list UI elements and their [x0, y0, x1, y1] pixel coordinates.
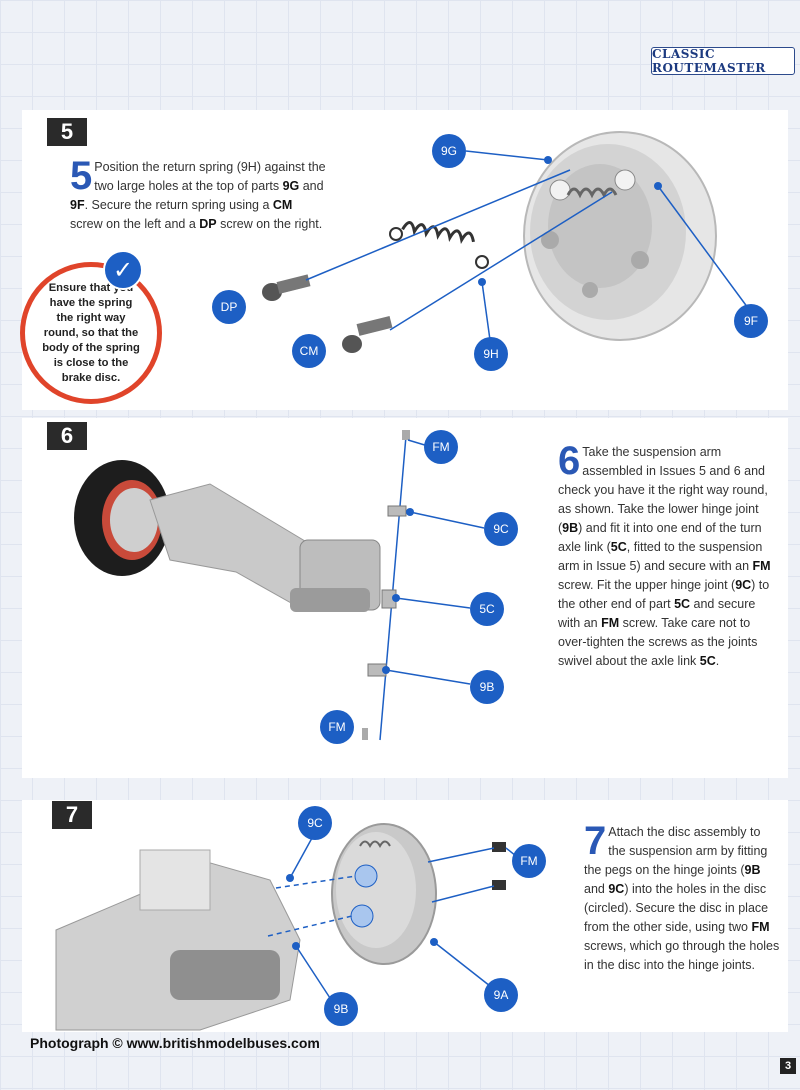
series-title: CLASSIC ROUTEMASTER	[651, 47, 795, 75]
label-9f: 9F	[734, 304, 768, 338]
checkmark-icon: ✓	[103, 250, 143, 290]
label-9g: 9G	[432, 134, 466, 168]
label-5c: 5C	[470, 592, 504, 626]
label-cm: CM	[292, 334, 326, 368]
label-9c: 9C	[484, 512, 518, 546]
step-5-big-number: 5	[70, 154, 93, 198]
page-number: 3	[780, 1058, 796, 1074]
label-9b-step7: 9B	[324, 992, 358, 1026]
label-9b: 9B	[470, 670, 504, 704]
label-9h: 9H	[474, 337, 508, 371]
step-6-diagram	[74, 430, 485, 741]
step-6-big-number: 6	[558, 439, 581, 483]
label-fm-top: FM	[424, 430, 458, 464]
step-5-diagram	[262, 131, 749, 353]
return-spring	[389, 221, 489, 269]
step-6-number: 6	[47, 422, 87, 450]
wheel	[74, 460, 170, 576]
step-5-number: 5	[47, 118, 87, 146]
dp-screw	[262, 274, 311, 301]
photo-credit: Photograph © www.britishmodelbuses.com	[30, 1035, 320, 1051]
label-9a: 9A	[484, 978, 518, 1012]
cm-screw	[342, 315, 393, 353]
brake-disc	[331, 823, 437, 965]
label-9c-step7: 9C	[298, 806, 332, 840]
label-dp: DP	[212, 290, 246, 324]
label-fm-step7: FM	[512, 844, 546, 878]
step-7-number: 7	[52, 801, 92, 829]
step-7-big-number: 7	[584, 819, 607, 863]
label-fm-bottom: FM	[320, 710, 354, 744]
step-7-diagram	[55, 823, 517, 1031]
